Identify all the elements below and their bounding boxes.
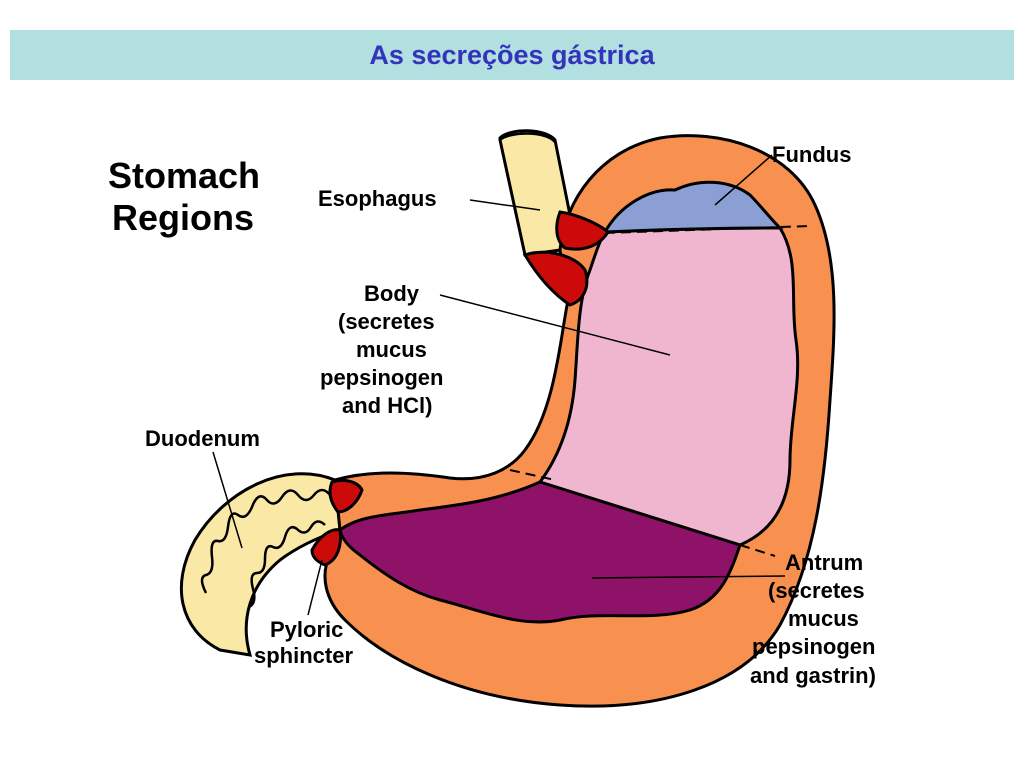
pyloric-label-line2: sphincter — [254, 643, 353, 668]
duodenum-folds — [200, 488, 331, 594]
antrum-label-line3: mucus — [788, 606, 859, 631]
title-bar: As secreções gástrica — [10, 30, 1014, 80]
duodenum-label: Duodenum — [145, 426, 260, 451]
antrum-region — [338, 480, 742, 624]
cardiac-sphincter-upper — [555, 210, 610, 251]
diagram-heading-line1: Stomach — [108, 155, 260, 196]
antrum-label-line5: and gastrin) — [750, 663, 876, 688]
antrum-label-line2: (secretes — [768, 578, 865, 603]
pyloric-sphincter-lower — [310, 528, 342, 567]
duodenum-folds-inner — [248, 520, 326, 609]
antrum-leader — [591, 575, 786, 579]
antrum-divider — [739, 544, 776, 557]
body-label-line5: and HCl) — [342, 393, 432, 418]
cardiac-sphincter-lower — [522, 250, 589, 307]
body-label-line4: pepsinogen — [320, 365, 443, 390]
body-label-line3: mucus — [356, 337, 427, 362]
pyloric-label-line1: Pyloric — [270, 617, 343, 642]
body-leader — [439, 294, 671, 356]
antrum-label-line4: pepsinogen — [752, 634, 875, 659]
duodenum-tube — [179, 472, 342, 657]
body-label-line2: (secretes — [338, 309, 435, 334]
fundus-label: Fundus — [772, 142, 851, 167]
esophagus-label: Esophagus — [318, 186, 437, 211]
diagram-heading-line2: Regions — [112, 197, 254, 238]
body-label: Body (secretes mucus pepsinogen and HCl) — [320, 281, 443, 418]
esophagus-top — [499, 132, 556, 143]
body-label-line1: Body — [364, 281, 420, 306]
antrum-label: Antrum (secretes mucus pepsinogen and ga… — [750, 550, 876, 688]
antrum-label-line1: Antrum — [785, 550, 863, 575]
pyloric-sphincter-upper — [328, 478, 364, 514]
esophagus-leader — [469, 199, 541, 211]
body-divider — [509, 469, 556, 481]
fundus-leader — [714, 154, 773, 206]
page-title: As secreções gástrica — [369, 39, 655, 70]
fundus-divider — [604, 225, 811, 234]
pyloric-leader — [307, 559, 323, 616]
duodenum-leader — [212, 451, 243, 549]
